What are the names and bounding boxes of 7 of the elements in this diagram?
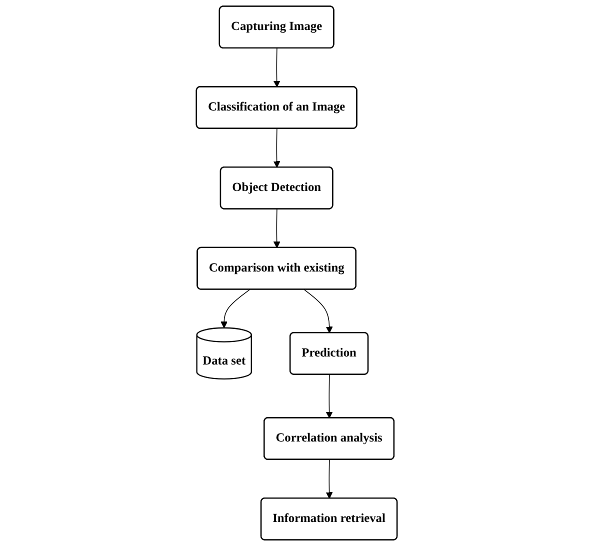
arrow — [326, 459, 332, 499]
arrow — [220, 289, 250, 328]
arrow — [304, 289, 332, 334]
arrow — [326, 374, 332, 418]
arrow — [273, 208, 280, 248]
arrow — [273, 48, 280, 88]
arrow — [273, 128, 280, 168]
